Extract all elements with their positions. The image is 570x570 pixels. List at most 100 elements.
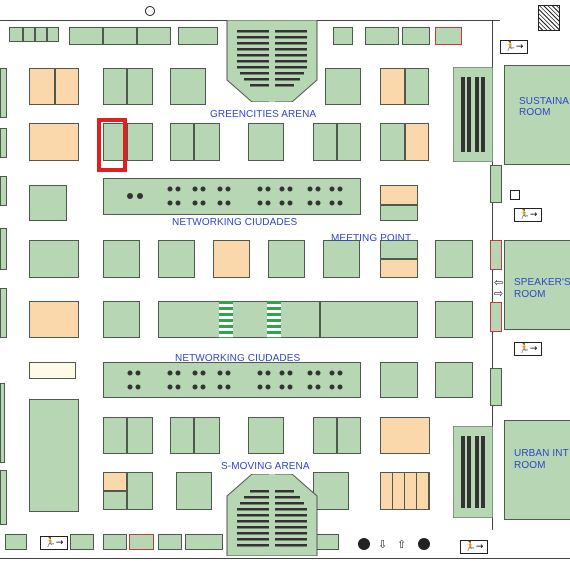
- booth[interactable]: [194, 417, 220, 454]
- booth[interactable]: [103, 534, 127, 550]
- booth[interactable]: [320, 301, 418, 338]
- booth[interactable]: [380, 259, 418, 278]
- booth[interactable]: [158, 534, 182, 550]
- booth[interactable]: [248, 417, 284, 454]
- booth[interactable]: [323, 240, 360, 278]
- booth[interactable]: [313, 472, 349, 510]
- booth[interactable]: [325, 68, 361, 105]
- booth[interactable]: [435, 301, 473, 338]
- booth[interactable]: [103, 491, 127, 510]
- booth[interactable]: [55, 68, 79, 105]
- arrow-down-icon: ⇩: [378, 538, 388, 551]
- booth[interactable]: [268, 240, 305, 278]
- booth[interactable]: [490, 240, 502, 270]
- booth[interactable]: [380, 205, 418, 221]
- booth[interactable]: [158, 240, 195, 278]
- stage-seating-icon: [453, 426, 493, 518]
- booth[interactable]: [103, 301, 140, 338]
- booth[interactable]: [129, 534, 154, 550]
- booth[interactable]: [103, 27, 137, 45]
- booth[interactable]: [103, 240, 140, 278]
- booth[interactable]: [29, 362, 76, 379]
- booth[interactable]: [380, 185, 418, 205]
- booth[interactable]: [405, 68, 429, 105]
- booth[interactable]: [313, 123, 337, 161]
- highlighted-booth-marker[interactable]: [97, 118, 127, 172]
- booth[interactable]: [405, 123, 429, 161]
- booth[interactable]: [176, 472, 212, 510]
- booth[interactable]: [337, 123, 361, 161]
- networking-area-bottom[interactable]: [103, 362, 361, 398]
- booth[interactable]: [137, 27, 171, 45]
- booth[interactable]: [127, 123, 153, 161]
- exit-icon: 🏃→: [514, 208, 542, 222]
- booth[interactable]: [170, 417, 194, 454]
- booth[interactable]: [194, 123, 220, 161]
- booth[interactable]: [70, 534, 94, 550]
- meeting-point-label: MEETING POINT: [331, 233, 412, 244]
- s-moving-arena-seating: [226, 474, 318, 556]
- booth[interactable]: [170, 68, 206, 105]
- booth[interactable]: [170, 123, 194, 161]
- booth[interactable]: [185, 534, 223, 550]
- booth[interactable]: [435, 27, 462, 45]
- booth[interactable]: [158, 301, 320, 338]
- booth[interactable]: [29, 185, 67, 221]
- booth[interactable]: [213, 240, 250, 278]
- booth[interactable]: [0, 470, 7, 525]
- booth[interactable]: [337, 417, 361, 454]
- speakers-room[interactable]: [504, 240, 570, 330]
- booth[interactable]: [178, 27, 218, 45]
- greencities-arena-label: GREENCITIES ARENA: [210, 109, 317, 120]
- booth[interactable]: [380, 417, 430, 454]
- booth[interactable]: [103, 472, 127, 491]
- booth[interactable]: [490, 165, 502, 203]
- booth[interactable]: [380, 240, 418, 259]
- booth[interactable]: [29, 123, 79, 161]
- exit-icon: 🏃→: [514, 342, 542, 356]
- booth[interactable]: [47, 27, 59, 42]
- booth[interactable]: [9, 27, 23, 42]
- booth[interactable]: [103, 68, 127, 105]
- booth[interactable]: [380, 68, 405, 105]
- booth[interactable]: [380, 123, 405, 161]
- booth[interactable]: [380, 362, 418, 398]
- booth[interactable]: [365, 27, 399, 45]
- networking-area-top[interactable]: [103, 178, 361, 215]
- exit-icon: 🏃→: [40, 536, 68, 550]
- s-moving-arena-label: S-MOVING ARENA: [221, 461, 310, 472]
- booth[interactable]: [313, 417, 337, 454]
- booth[interactable]: [23, 27, 35, 42]
- booth[interactable]: [490, 368, 502, 406]
- booth[interactable]: [0, 176, 7, 206]
- booth[interactable]: [29, 240, 79, 278]
- booth[interactable]: [0, 288, 7, 338]
- booth[interactable]: [248, 123, 284, 161]
- booth[interactable]: [0, 128, 7, 158]
- booth[interactable]: [0, 68, 7, 118]
- door-marker: [145, 6, 155, 16]
- booth[interactable]: [29, 301, 79, 338]
- booth[interactable]: [69, 27, 103, 45]
- booth[interactable]: [490, 302, 502, 332]
- booth-cluster[interactable]: [380, 472, 430, 510]
- sustainability-room[interactable]: [504, 65, 570, 165]
- booth[interactable]: [435, 362, 473, 398]
- urban-room[interactable]: [504, 420, 570, 520]
- booth[interactable]: [435, 240, 473, 278]
- booth[interactable]: [0, 228, 7, 270]
- booth[interactable]: [127, 68, 153, 105]
- booth[interactable]: [127, 417, 153, 454]
- booth[interactable]: [333, 27, 353, 45]
- emergency-box: [538, 5, 560, 31]
- urban-room-label-2: ROOM: [514, 460, 546, 471]
- booth[interactable]: [0, 383, 5, 463]
- booth[interactable]: [402, 27, 430, 45]
- booth[interactable]: [5, 534, 27, 550]
- booth[interactable]: [35, 27, 47, 42]
- booth[interactable]: [29, 68, 55, 105]
- booth[interactable]: [29, 399, 79, 512]
- booth[interactable]: [127, 472, 153, 510]
- booth[interactable]: [103, 417, 127, 454]
- exit-icon: 🏃→: [500, 40, 528, 54]
